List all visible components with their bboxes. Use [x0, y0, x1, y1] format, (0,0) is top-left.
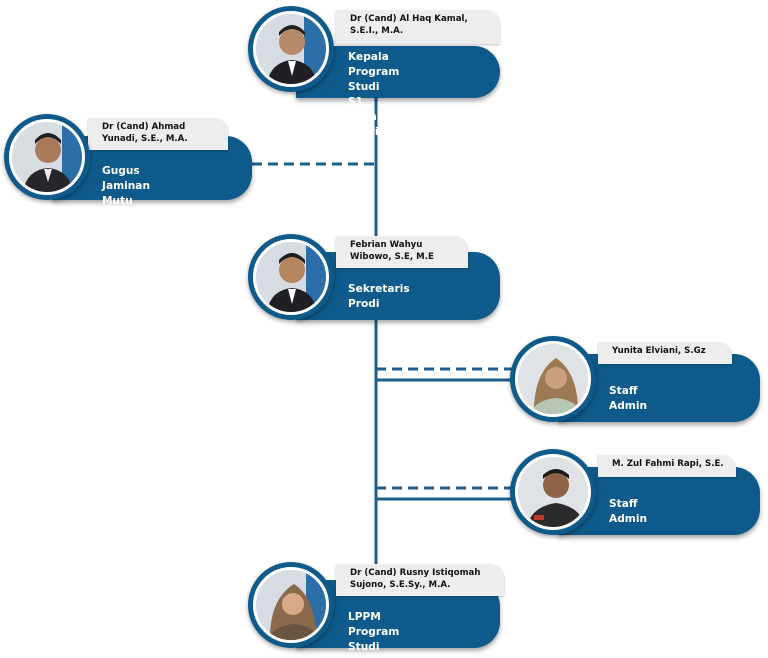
person-silhouette-icon [518, 457, 588, 527]
avatar-ring [510, 336, 596, 422]
avatar-ring [248, 562, 334, 648]
avatar-photo [515, 454, 591, 530]
avatar-photo [9, 119, 85, 195]
avatar-ring [4, 114, 90, 200]
person-silhouette-icon [256, 570, 326, 640]
person-name-tab: M. Zul Fahmi Rapi, S.E. [598, 455, 736, 477]
person-silhouette-icon [518, 344, 588, 414]
person-name-tab: Dr (Cand) Ahmad Yunadi, S.E., M.A. [88, 118, 228, 150]
avatar-photo [253, 239, 329, 315]
role-title: LPPM Program Studi [348, 611, 400, 653]
avatar-photo [253, 11, 329, 87]
person-silhouette-icon [256, 242, 326, 312]
avatar-ring [248, 6, 334, 92]
role-title: Sekretaris Prodi [348, 283, 410, 310]
person-name-tab: Febrian Wahyu Wibowo, S.E, M.E [336, 236, 468, 268]
person-name-tab: Yunita Elviani, S.Gz [598, 342, 732, 364]
person-silhouette-icon [12, 122, 82, 192]
role-title: Kepala Program Studi S1 Ekonomi Syariah [348, 51, 400, 138]
avatar-photo [515, 341, 591, 417]
person-name-tab: Dr (Cand) Rusny Istiqomah Sujono, S.E.Sy… [336, 564, 504, 596]
avatar-ring [248, 234, 334, 320]
person-silhouette-icon [256, 14, 326, 84]
avatar-photo [253, 567, 329, 643]
role-title: Staff Admin [609, 385, 647, 412]
avatar-ring [510, 449, 596, 535]
person-name-tab: Dr (Cand) Al Haq Kamal, S.E.I., M.A. [336, 10, 500, 44]
role-title: Gugus Jaminan Mutu [102, 165, 150, 207]
role-title: Staff Admin [609, 498, 647, 525]
